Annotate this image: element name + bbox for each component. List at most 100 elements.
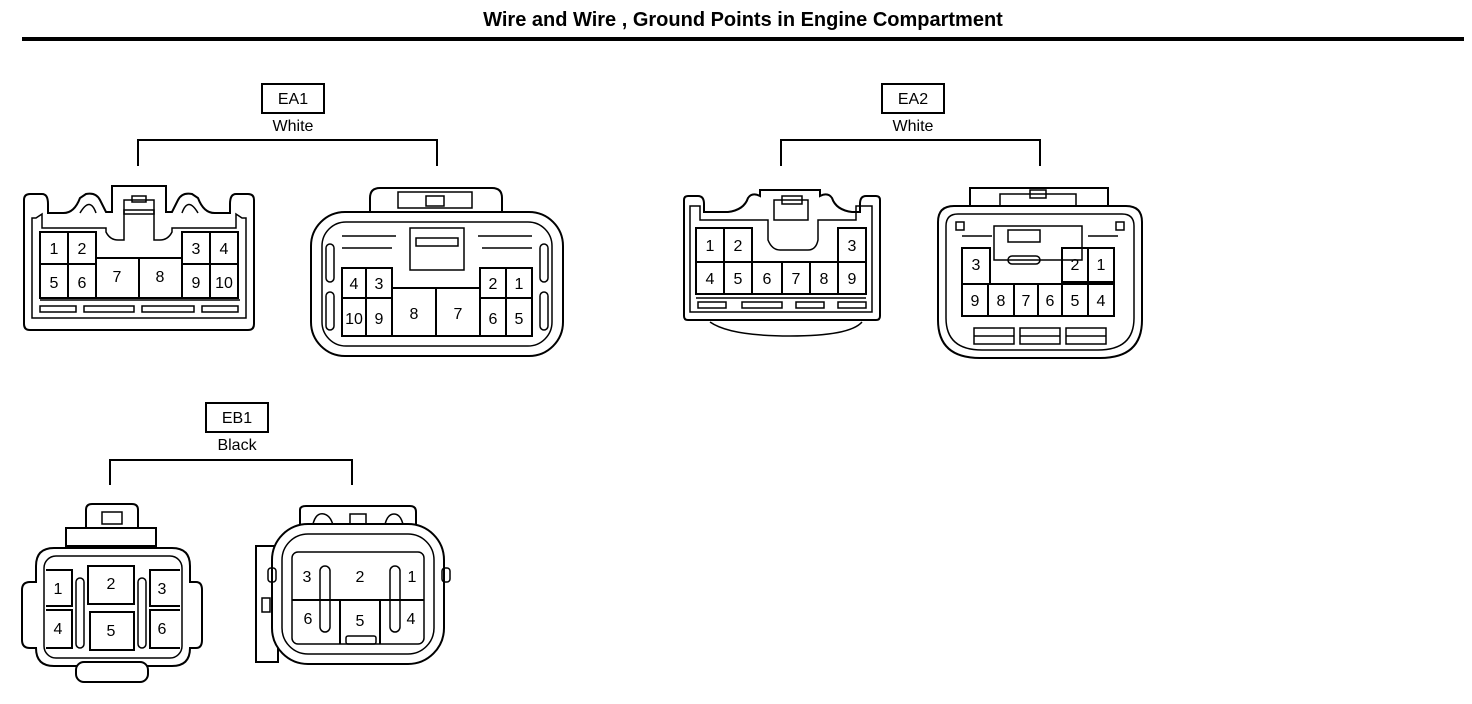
ea1-r-pin-7: 7: [454, 306, 463, 323]
eb1-l-pin-3: 3: [158, 581, 167, 598]
eb1-right-side-notch: [261, 597, 271, 613]
ea1-right-connector: 4 3 2 1 10 9 8 7 6 5: [310, 187, 564, 357]
ea1-l-pin-8: 8: [156, 269, 165, 286]
ea1-right-latch-window: [397, 191, 473, 209]
eb1-left-latch-tab: [101, 511, 123, 525]
eb1-right-clip-l: [267, 567, 277, 583]
eb1-l-pin-2: 2: [107, 576, 116, 593]
eb1-right-key: [345, 635, 377, 645]
ea2-r-pin-2: 2: [1071, 257, 1080, 274]
eb1-right-housing: [271, 523, 445, 665]
ea2-r-pin-3: 3: [972, 257, 981, 274]
ea2-r-cell-1: [1087, 247, 1115, 283]
ea2-bracket: [780, 139, 1041, 166]
ea2-right-connector: 3 2 1 9 8 7 6 5 4: [937, 187, 1143, 359]
connector-eb1: EB1 Black 1 2 3 4 5 6: [21, 402, 451, 683]
eb1-r-pin-4: 4: [407, 611, 416, 628]
ea2-r-pin-1: 1: [1097, 257, 1106, 274]
ea2-left-latch-tab: [781, 195, 803, 205]
eb1-right-top-ears: [311, 513, 405, 531]
ea1-l-pin-3: 3: [192, 241, 201, 258]
eb1-color-label: Black: [217, 437, 257, 454]
ea1-l-pin-5: 5: [50, 275, 59, 292]
ea1-left-notch-b: [181, 203, 199, 214]
ea1-right-rib-r1: [539, 243, 549, 283]
eb1-l-cell-3: [149, 569, 180, 607]
ea2-r-pin-8: 8: [997, 293, 1006, 310]
ea2-right-corner-l: [955, 221, 965, 231]
ea2-left-bottom-curve: [709, 321, 863, 337]
ea2-left-slot-1: [697, 301, 727, 309]
eb1-left-bottom-tab: [75, 661, 149, 683]
ea1-left-slot-1: [39, 305, 77, 313]
ea2-r-pin-5: 5: [1071, 293, 1080, 310]
ea2-code-label: EA2: [898, 91, 928, 108]
ea2-right-lock: [993, 225, 1083, 261]
ea2-r-cell-4: [1087, 283, 1115, 317]
ea1-left-slot-3: [141, 305, 195, 313]
ea1-left-slot-4: [201, 305, 239, 313]
ea2-left-latch: [773, 199, 809, 221]
ea1-code-box: [261, 83, 325, 114]
ea1-right-lock-bar: [415, 237, 459, 247]
eb1-left-rib-l: [75, 577, 85, 649]
ea2-right-lock-bar: [1007, 229, 1041, 243]
ea1-left-notch-a: [79, 203, 97, 214]
eb1-left-inner: [43, 555, 183, 659]
ea2-left-inner: [689, 205, 873, 313]
eb1-r-pin-6: 6: [304, 611, 313, 628]
eb1-right-rib-r: [389, 565, 401, 633]
connector-ea2: EA2 White 1 2 3 4: [683, 83, 1143, 359]
title-rule: [22, 37, 1464, 41]
ea1-right-lock: [409, 227, 465, 271]
ea2-l-pin-4: 4: [706, 271, 715, 288]
ea2-l-pin-3: 3: [848, 238, 857, 255]
ea1-l-pin-1: 1: [50, 241, 59, 258]
ea2-left-slot-4: [837, 301, 867, 309]
eb1-r-pin-1: 1: [408, 569, 417, 586]
ea1-r-pin-3: 3: [375, 276, 384, 293]
ea1-r-pin-1: 1: [515, 276, 524, 293]
ea1-left-latch-tab: [131, 195, 147, 203]
ea1-left-latch: [123, 199, 155, 215]
ea1-bracket: [137, 139, 438, 166]
eb1-l-pin-5: 5: [107, 623, 116, 640]
eb1-code-box: [205, 402, 269, 433]
ea1-right-inner: [321, 221, 553, 347]
ea1-r-pin-10: 10: [345, 311, 363, 328]
eb1-right-lower-dividers: [339, 600, 381, 644]
eb1-l-cell-1: [46, 569, 73, 607]
page-title: Wire and Wire , Ground Points in Engine …: [483, 9, 1003, 31]
ea2-r-pin-7: 7: [1022, 293, 1031, 310]
eb1-r-pin-5: 5: [356, 613, 365, 630]
ea2-left-slot-3: [795, 301, 825, 309]
ea1-left-slot-2: [83, 305, 135, 313]
ea1-r-pin-4: 4: [350, 276, 359, 293]
ea2-right-lock-slot: [1007, 255, 1041, 265]
eb1-right-clip-r: [441, 567, 451, 583]
eb1-l-cell-2: [87, 565, 135, 605]
eb1-left-top-latch: [85, 503, 139, 529]
eb1-l-cell-5: [89, 611, 135, 651]
ea2-l-pin-8: 8: [820, 271, 829, 288]
ea2-r-pin-4: 4: [1097, 293, 1106, 310]
ea2-l-pin-7: 7: [792, 271, 801, 288]
eb1-r-pin-2: 2: [356, 569, 365, 586]
eb1-l-pin-4: 4: [54, 621, 63, 638]
eb1-left-collar: [65, 527, 157, 547]
ea1-right-rib-l2: [325, 291, 335, 331]
ea1-right-latch-tab: [425, 195, 445, 207]
connector-ea1: EA1 White 1 2 3: [23, 83, 564, 357]
ea2-l-pin-1: 1: [706, 238, 715, 255]
ea1-l-pin-9: 9: [192, 275, 201, 292]
ea1-code-label: EA1: [278, 91, 308, 108]
ea2-r-pin-9: 9: [971, 293, 980, 310]
eb1-r-pin-3: 3: [303, 569, 312, 586]
ea2-code-box: [881, 83, 945, 114]
ea2-right-corner-r: [1115, 221, 1125, 231]
ea1-l-pin-7: 7: [113, 269, 122, 286]
eb1-left-housing: [21, 547, 203, 667]
ea2-right-latch-tab: [1029, 189, 1047, 199]
ea1-right-top-latch: [369, 187, 503, 213]
